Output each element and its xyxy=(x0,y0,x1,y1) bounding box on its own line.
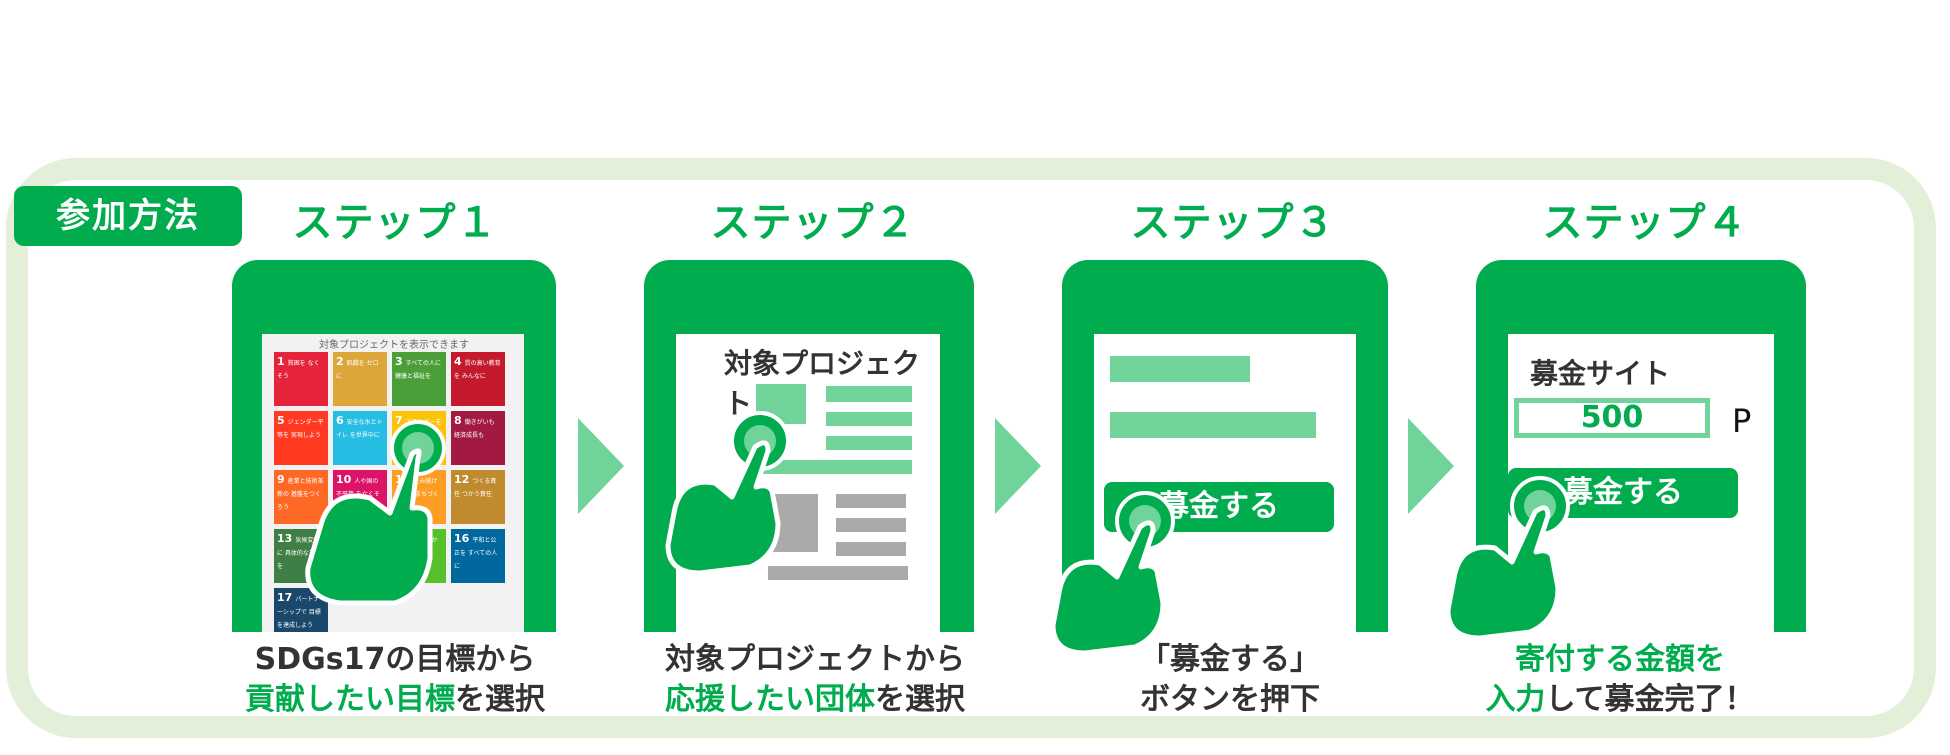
sdg-goal-label: パートナーシップで 目標を達成しよう xyxy=(277,596,321,629)
step-1-caption-rest: を選択 xyxy=(455,682,545,717)
sdg-goal-number: 9 xyxy=(277,473,285,486)
content-bar xyxy=(1110,412,1316,438)
sdg-goal-number: 7 xyxy=(395,414,403,427)
step-4-title: ステップ４ xyxy=(1542,200,1748,246)
sdg-goal-number: 3 xyxy=(395,355,403,368)
arrow-right-icon xyxy=(1408,418,1454,514)
sdg-goal-label: 働きがいも 経済成長も xyxy=(454,419,495,439)
project-text-bar xyxy=(836,518,906,532)
pointing-hand-icon xyxy=(1050,491,1175,655)
step-2-caption-highlight: 応援したい団体 xyxy=(665,682,875,717)
step-3-caption-line-2: ボタンを押下 xyxy=(1140,682,1320,717)
pointing-hand-icon xyxy=(1445,476,1570,640)
sdg-goal-number: 5 xyxy=(277,414,285,427)
donate-button[interactable]: 募金する xyxy=(1104,482,1334,532)
sdg-goal-label: ジェンダー平等を 実現しよう xyxy=(277,419,324,439)
step-4-caption-rest: して募金完了！ xyxy=(1545,682,1755,717)
sdg-goal-number: 6 xyxy=(336,414,344,427)
sdg-goal-label: 貧困を なくそう xyxy=(277,360,320,380)
sdg-goal-number: 8 xyxy=(454,414,462,427)
sdg-goal-label: 飢餓を ゼロに xyxy=(336,360,379,380)
sdg-goal-label: つくる責任 つかう責任 xyxy=(454,478,497,498)
sdg-goal-label: 産業と技術革新の 基盤をつくろう xyxy=(277,478,324,511)
sdg-goal-number: 13 xyxy=(277,532,293,545)
sdg-goal-number: 1 xyxy=(277,355,285,368)
sdg-goal-number: 2 xyxy=(336,355,344,368)
step-4-caption-line-2: 入力して募金完了！ xyxy=(1410,680,1830,720)
step-2-title: ステップ２ xyxy=(710,200,916,246)
project-text-bar xyxy=(826,386,912,402)
project-text-bar xyxy=(836,494,906,508)
project-screen-label: 対象プロジェクト xyxy=(724,347,921,420)
pointing-hand-icon xyxy=(305,420,446,606)
step-3-phone: 募金する xyxy=(1062,260,1388,632)
sdg-goal-label: 気候変動に 具体的な対策を xyxy=(277,537,321,570)
sdg-goal-label: 安全な水とトイレ を世界中に xyxy=(336,419,383,439)
step-1-caption-line-2: 貢献したい目標を選択 xyxy=(185,680,605,720)
sdg-goal-label: 平和と公正を すべての人に xyxy=(454,537,498,570)
step-4-caption-line-1: 寄付する金額を xyxy=(1515,642,1725,677)
step-1-caption-highlight: 貢献したい目標 xyxy=(245,682,455,717)
step-2-caption-rest: を選択 xyxy=(875,682,965,717)
project-text-bar xyxy=(768,566,908,580)
sdg-goal-number: 16 xyxy=(454,532,470,545)
step-3-caption: 「募金する」 ボタンを押下 xyxy=(1020,640,1440,720)
sdg-goal-label: すべての人に 健康と福祉を xyxy=(395,360,441,380)
participation-method-badge: 参加方法 xyxy=(14,186,242,246)
step-1-title: ステップ１ xyxy=(292,200,498,246)
donation-site-label: 募金サイト xyxy=(1530,357,1671,390)
sdg-goal-number: 12 xyxy=(454,473,470,486)
step-2-caption: 対象プロジェクトから 応援したい団体を選択 xyxy=(605,640,1025,720)
step-1-caption: SDGs17の目標から 貢献したい目標を選択 xyxy=(185,640,605,720)
step-3-caption-line-1: 「募金する」 xyxy=(1140,642,1320,677)
amount-input[interactable]: 500 xyxy=(1514,398,1710,438)
sdg-goal-number: 17 xyxy=(277,591,293,604)
project-text-bar xyxy=(826,436,912,450)
sdg-screen-title: 対象プロジェクトを表示できます xyxy=(319,340,469,351)
project-text-bar xyxy=(836,542,906,556)
arrow-right-icon xyxy=(578,418,624,514)
sdg-goal-number: 4 xyxy=(454,355,462,368)
step-2-caption-line-2: 応援したい団体を選択 xyxy=(605,680,1025,720)
step-1-caption-line-1: SDGs17の目標から xyxy=(254,642,536,677)
content-bar xyxy=(1110,356,1250,382)
project-text-bar xyxy=(756,460,912,474)
sdg-goal-label: 質の高い教育を みんなに xyxy=(454,360,501,380)
arrow-right-icon xyxy=(995,418,1041,514)
pointing-hand-icon xyxy=(665,411,790,575)
step-4-caption: 寄付する金額を 入力して募金完了！ xyxy=(1410,640,1830,720)
points-unit: P xyxy=(1732,402,1752,440)
step-3-title: ステップ３ xyxy=(1130,200,1336,246)
step-2-caption-line-1: 対象プロジェクトから xyxy=(665,642,965,677)
sdg-goal-number: 10 xyxy=(336,473,352,486)
project-text-bar xyxy=(826,412,912,426)
step-4-caption-highlight: 入力 xyxy=(1485,682,1546,717)
